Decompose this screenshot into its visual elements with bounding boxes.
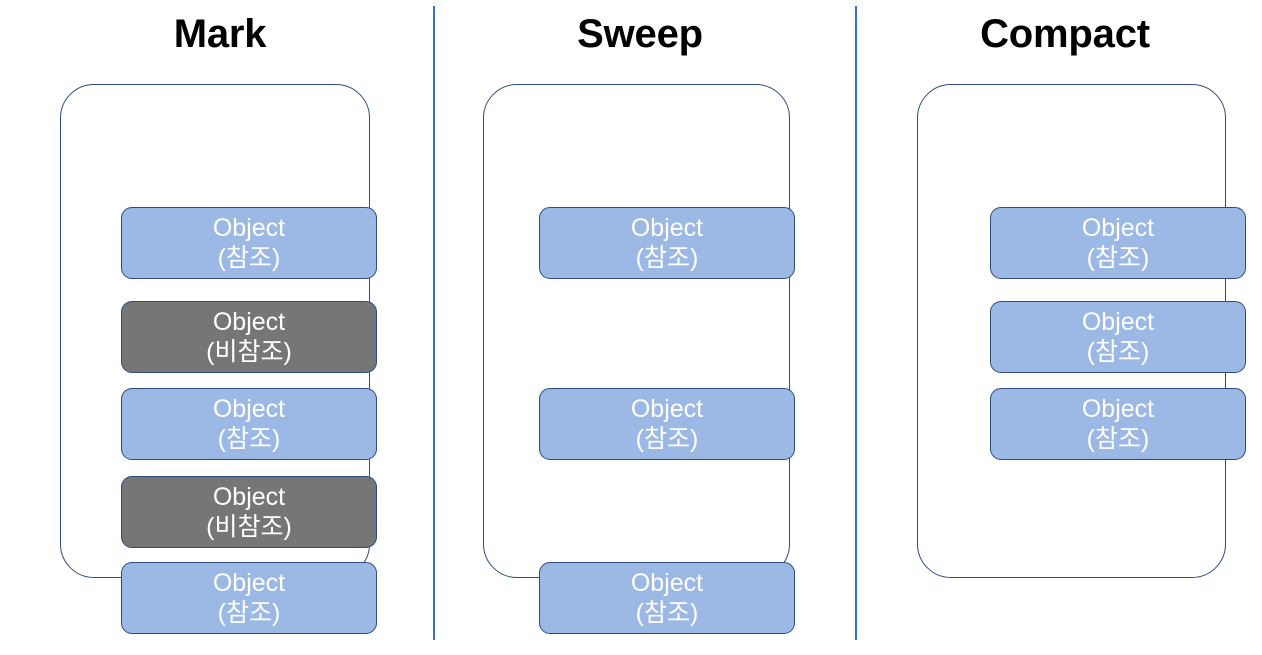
object-block: Object (참조): [990, 388, 1246, 460]
object-state: (비참조): [206, 338, 292, 366]
column-divider-1: [433, 6, 435, 640]
object-block: Object (비참조): [121, 301, 377, 373]
column-compact: Compact Object (참조) Object (참조) Object (…: [880, 0, 1250, 655]
object-state: (비참조): [206, 513, 292, 541]
column-title-sweep: Sweep: [577, 12, 703, 56]
object-block: Object (참조): [121, 207, 377, 279]
heap-container-sweep: Object (참조) Object (참조) Object (참조): [483, 84, 795, 634]
object-state: (참조): [1086, 244, 1150, 272]
object-state: (참조): [217, 425, 281, 453]
object-name: Object: [1081, 395, 1155, 423]
object-name: Object: [212, 395, 286, 423]
column-title-compact: Compact: [980, 12, 1150, 56]
object-name: Object: [212, 569, 286, 597]
object-name: Object: [212, 308, 286, 336]
object-block: Object (참조): [539, 388, 795, 460]
object-block: Object (참조): [121, 388, 377, 460]
object-state: (참조): [217, 599, 281, 627]
column-sweep: Sweep Object (참조) Object (참조) Object (참조…: [455, 0, 825, 655]
object-block: Object (참조): [539, 207, 795, 279]
column-title-mark: Mark: [173, 12, 267, 56]
object-state: (참조): [1086, 425, 1150, 453]
object-state: (참조): [1086, 338, 1150, 366]
object-name: Object: [1081, 308, 1155, 336]
heap-container-compact: Object (참조) Object (참조) Object (참조): [917, 84, 1246, 578]
object-block: Object (참조): [990, 301, 1246, 373]
object-block: Object (참조): [539, 562, 795, 634]
object-state: (참조): [635, 425, 699, 453]
object-block: Object (참조): [121, 562, 377, 634]
column-mark: Mark Object (참조) Object (비참조) Object (참조…: [30, 0, 410, 655]
heap-container-mark: Object (참조) Object (비참조) Object (참조) Obj…: [60, 84, 377, 634]
column-divider-2: [855, 6, 857, 640]
object-state: (참조): [217, 244, 281, 272]
object-name: Object: [1081, 214, 1155, 242]
object-name: Object: [630, 569, 704, 597]
object-name: Object: [630, 214, 704, 242]
object-state: (참조): [635, 599, 699, 627]
object-block: Object (참조): [990, 207, 1246, 279]
object-name: Object: [212, 483, 286, 511]
object-block: Object (비참조): [121, 476, 377, 548]
object-state: (참조): [635, 244, 699, 272]
object-name: Object: [212, 214, 286, 242]
object-name: Object: [630, 395, 704, 423]
